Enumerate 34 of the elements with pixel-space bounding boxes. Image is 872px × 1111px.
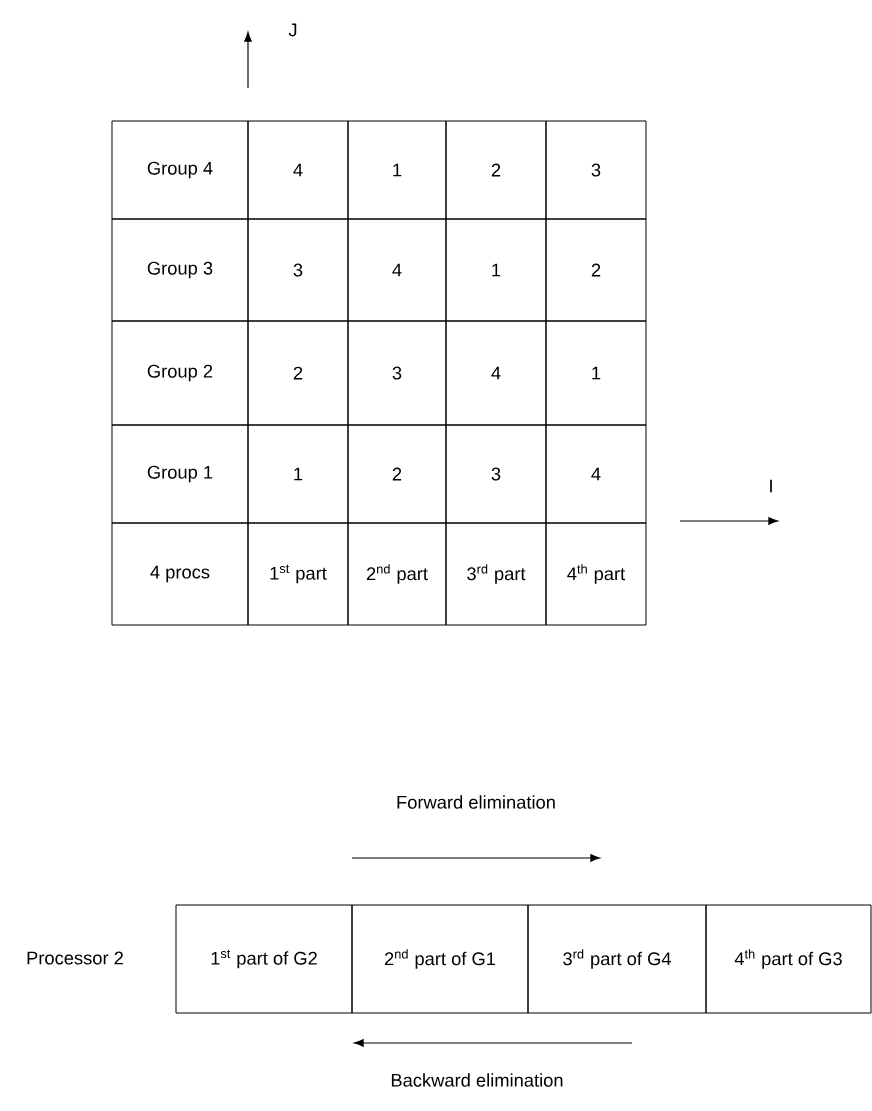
table-cell: Group 1 [111,424,249,524]
table-cell: 1$^{st}$ part [247,522,349,626]
table-cell: 3 [545,120,647,220]
arrow-label: Backward elimination [391,1073,563,1087]
table-cell: Group 2 [111,320,249,426]
table-cell: 4 [445,320,547,426]
table-cell: 1$^{st}$ part of G2 [175,904,353,1014]
table-cell: 1 [545,320,647,426]
table-cell: 4$^{th}$ part [545,522,647,626]
table-cell: 3 [347,320,447,426]
table-cell: 4$^{th}$ part of G3 [705,904,872,1014]
table-cell: 2 [347,424,447,524]
table-cell: 4 [247,120,349,220]
table-cell: 4 procs [111,522,249,626]
table-cell: 2$^{nd}$ part of G1 [351,904,529,1014]
table-cell: 1 [347,120,447,220]
table-cell: 2 [247,320,349,426]
table-cell: 1 [445,218,547,322]
table-cell: 2 [545,218,647,322]
table-cell: Group 3 [111,218,249,322]
axis-label: I [770,479,772,493]
table-cell: 3 [445,424,547,524]
table-cell: Group 4 [111,120,249,220]
arrow-label: Forward elimination [397,795,555,809]
table-cell: 4 [347,218,447,322]
row-label: Processor 2 [27,951,123,965]
table-cell: 2$^{nd}$ part [347,522,447,626]
axis-label: J [288,23,297,37]
table-cell: 4 [545,424,647,524]
table-cell: 2 [445,120,547,220]
table-cell: 3$^{rd}$ part of G4 [527,904,707,1014]
table-cell: 1 [247,424,349,524]
table-cell: 3$^{rd}$ part [445,522,547,626]
table-cell: 3 [247,218,349,322]
